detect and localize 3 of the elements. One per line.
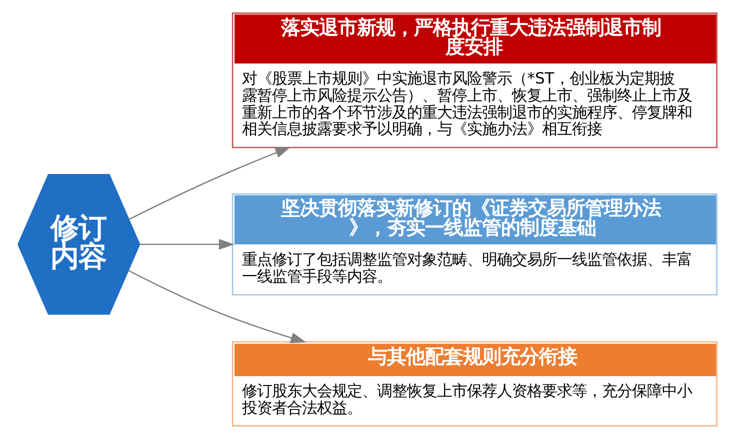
arrow (128, 270, 306, 344)
arrow (128, 146, 290, 220)
arrow (139, 238, 234, 250)
